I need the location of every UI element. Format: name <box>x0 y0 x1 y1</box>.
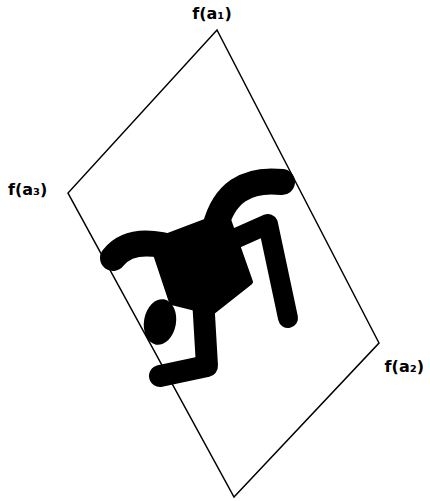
corner-label: f(a₁) <box>192 4 231 23</box>
corner-label: f(a₂) <box>385 357 424 376</box>
parallelogram <box>68 30 379 497</box>
figure <box>113 181 288 376</box>
corner-label: f(a₃) <box>8 180 47 199</box>
